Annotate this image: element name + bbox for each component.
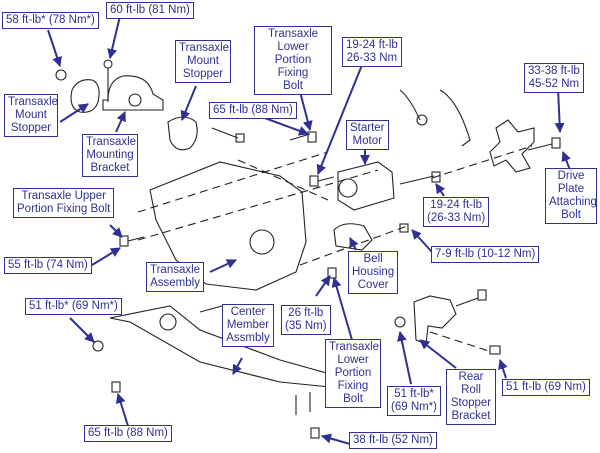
label-torque-mounting-bracket-bolt: 60 ft-lb (81 Nm) [106,2,194,19]
bell-housing-cover-part [333,223,373,251]
label-transaxle-mounting-bracket: Transaxle Mounting Bracket [82,134,138,177]
mount-stopper-left-part [55,69,100,113]
label-torque-26: 26 ft-lb (35 Nm) [281,305,331,335]
label-torque-51-star-right: 51 ft-lb* (69 Nm*) [387,386,442,416]
label-transaxle-upper-portion-fixing-bolt: Transaxle Upper Portion Fixing Bolt [13,188,115,218]
label-rear-roll-stopper-bracket: Rear Roll Stopper Bracket [446,369,496,425]
label-torque-51-right: 51 ft-lb (69 Nm) [502,379,590,396]
label-torque-33-38: 33-38 ft-lb 45-52 Nm [524,63,584,93]
label-torque-19-24-lower: 19-24 ft-lb (26-33 Nm) [423,197,490,227]
label-torque-mount-stopper-nut: 58 ft-lb* (78 Nm*) [2,12,99,29]
label-transaxle-lower-portion-fixing-bolt-top: Transaxle Lower Portion Fixing Bolt [254,26,332,95]
starter-motor-part [337,89,471,211]
label-transaxle-assembly: Transaxle Assembly [146,262,205,292]
label-center-member-assembly: Center Member Assmbly [222,304,274,347]
mounting-bracket-part [102,59,164,111]
label-transaxle-mount-stopper-center: Transaxle Mount Stopper [175,40,231,83]
drive-plate-part [489,119,535,173]
label-torque-65-upper: 65 ft-lb (88 Nm) [209,102,297,119]
transaxle-body-part [149,161,307,291]
label-transaxle-lower-portion-fixing-bolt-bottom: Transaxle Lower Portion Fixing Bolt [325,339,381,408]
label-torque-7-9: 7-9 ft-lb (10-12 Nm) [431,246,540,263]
label-torque-38: 38 ft-lb (52 Nm) [349,432,437,449]
label-bell-housing-cover: Bell Housing Cover [348,251,399,294]
label-torque-65-lower: 65 ft-lb (88 Nm) [84,425,172,442]
label-torque-19-24-top: 19-24 ft-lb 26-33 Nm [342,37,402,67]
label-starter-motor: Starter Motor [346,120,389,150]
label-transaxle-mount-stopper-left: Transaxle Mount Stopper [4,94,58,137]
label-torque-51-star-left: 51 ft-lb* (69 Nm*) [25,298,122,315]
label-drive-plate-attaching-bolt: Drive Plate Attaching Bolt [545,168,597,224]
label-torque-55: 55 ft-lb (74 Nm) [4,257,92,274]
